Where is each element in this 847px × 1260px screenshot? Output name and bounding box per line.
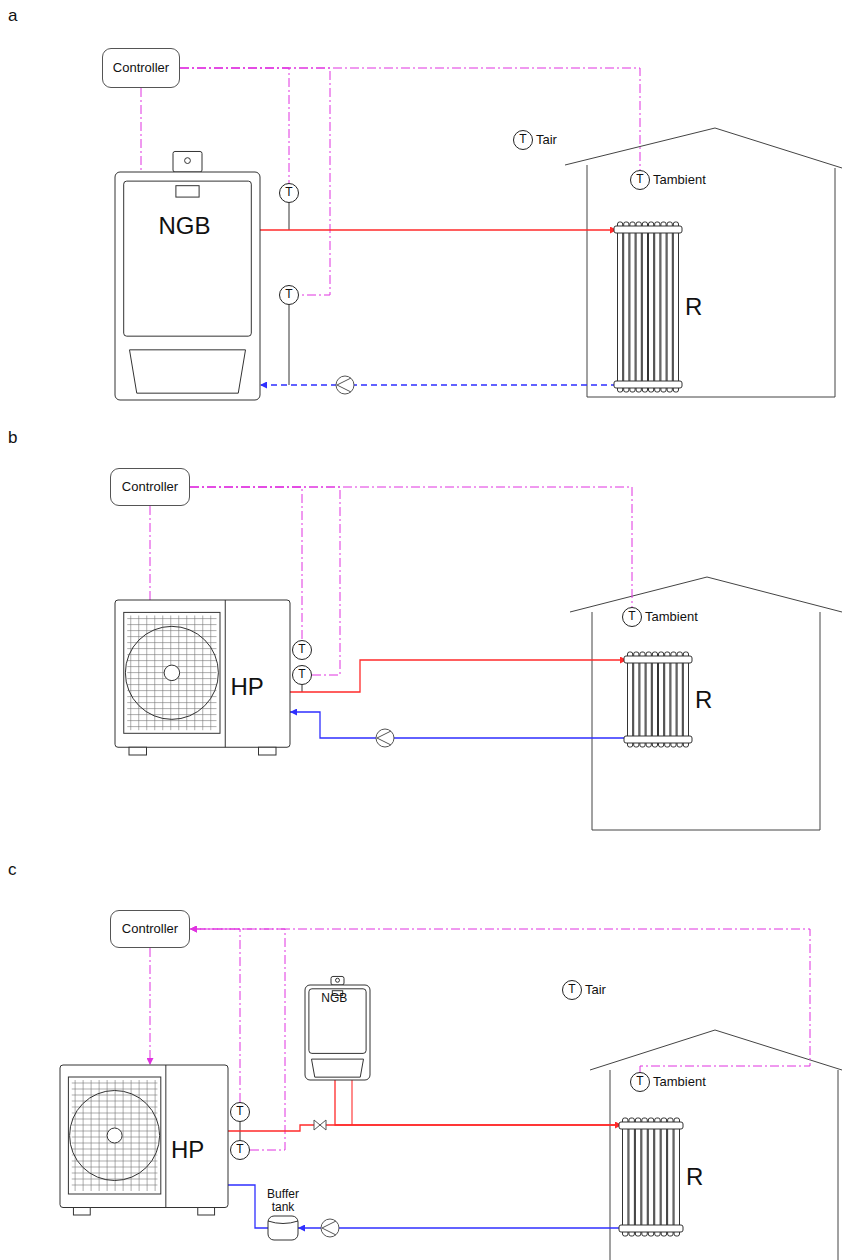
- house-outline: [590, 1030, 842, 1070]
- pump-symbol: [376, 729, 394, 747]
- return-pipe: [298, 1227, 622, 1228]
- sensor-label: T: [298, 643, 305, 656]
- tank-label: Buffer tank: [258, 1188, 308, 1214]
- sensor-name: Tambient: [653, 173, 706, 187]
- temperature-sensor: T: [230, 1140, 250, 1160]
- radiator-label: R: [685, 294, 702, 320]
- sensor-label: T: [298, 668, 305, 681]
- controller-box: Controller: [102, 48, 180, 88]
- temperature-sensor: T: [279, 285, 299, 305]
- panel-letter: c: [8, 860, 17, 880]
- temperature-sensor: TTambient: [630, 170, 650, 190]
- gas-boiler: NGB: [305, 985, 370, 1080]
- house-outline: [570, 577, 842, 612]
- controller-box: Controller: [110, 468, 190, 506]
- sensor-stub: [289, 305, 290, 385]
- sensor-name: Tambient: [645, 610, 698, 624]
- signal-line: [180, 68, 640, 170]
- supply-pipe: [228, 1125, 622, 1131]
- signal-line: [150, 506, 151, 600]
- boiler-label: NGB: [321, 992, 347, 1005]
- heat-pump-label: HP: [231, 674, 264, 700]
- signal-line: [141, 88, 142, 172]
- radiator-label: R: [686, 1164, 703, 1190]
- temperature-sensor: T: [279, 183, 299, 203]
- return-pipe: [228, 1185, 268, 1228]
- sensor-label: T: [568, 983, 575, 996]
- buffer-tank-drawing: [268, 1216, 298, 1240]
- sensor-label: T: [285, 288, 292, 301]
- supply-pipe: [335, 1080, 622, 1125]
- buffer-tank: Buffer tank: [268, 1216, 298, 1240]
- sensor-stub: [240, 1122, 241, 1131]
- controller-box: Controller: [110, 910, 190, 948]
- panel-letter: a: [8, 6, 17, 26]
- boiler-pipe: [351, 1080, 352, 1125]
- temperature-sensor: TTambient: [622, 607, 642, 627]
- panel-letter: b: [8, 428, 17, 448]
- house-outline: [565, 128, 842, 168]
- signal-line: [150, 948, 151, 1065]
- valve-symbol: [314, 1120, 326, 1130]
- radiator-drawing: [622, 1118, 680, 1236]
- gas-boiler-drawing: [115, 172, 260, 400]
- signal-line: [190, 487, 632, 607]
- radiator: R: [622, 1118, 680, 1236]
- sensor-stub: [302, 685, 303, 692]
- sensor-label: T: [236, 1143, 243, 1156]
- temperature-sensor: TTair: [562, 980, 582, 1000]
- temperature-sensor: T: [292, 640, 312, 660]
- sensor-label: T: [628, 610, 635, 623]
- boiler-label: NGB: [159, 213, 211, 239]
- sensor-label: T: [636, 1075, 643, 1088]
- supply-pipe: [290, 660, 627, 692]
- sensor-label: T: [285, 186, 292, 199]
- return-pipe: [290, 712, 627, 738]
- heat-pump: HP: [115, 600, 290, 755]
- sensor-label: T: [236, 1105, 243, 1118]
- house-outline: [592, 612, 820, 830]
- sensor-name: Tair: [585, 983, 606, 997]
- radiator: R: [617, 222, 679, 392]
- controller-label: Controller: [113, 61, 169, 75]
- sensor-name: Tair: [536, 133, 557, 147]
- controller-label: Controller: [122, 922, 178, 936]
- radiator-label: R: [695, 686, 712, 712]
- temperature-sensor: T: [230, 1102, 250, 1122]
- radiator: R: [627, 652, 689, 747]
- signal-line: [190, 929, 810, 1072]
- sensor-label: T: [519, 133, 526, 146]
- temperature-sensor: T: [292, 665, 312, 685]
- radiator-drawing: [627, 652, 689, 747]
- heat-pump-label: HP: [171, 1137, 204, 1163]
- sensor-stub: [240, 1131, 241, 1140]
- return-pipe: [260, 384, 617, 385]
- controller-label: Controller: [122, 480, 178, 494]
- sensor-name: Tambient: [653, 1075, 706, 1089]
- heat-pump: HP: [60, 1065, 228, 1215]
- temperature-sensor: TTair: [513, 130, 533, 150]
- radiator-drawing: [617, 222, 679, 392]
- house-outline: [587, 165, 835, 397]
- house-outline: [610, 1070, 611, 1260]
- temperature-sensor: TTambient: [630, 1072, 650, 1092]
- sensor-label: T: [636, 173, 643, 186]
- pump-symbol: [336, 376, 354, 394]
- pump-symbol: [321, 1219, 339, 1237]
- house-outline: [838, 1070, 839, 1260]
- supply-pipe: [260, 229, 617, 230]
- gas-boiler: NGB: [115, 172, 260, 400]
- sensor-stub: [289, 203, 290, 230]
